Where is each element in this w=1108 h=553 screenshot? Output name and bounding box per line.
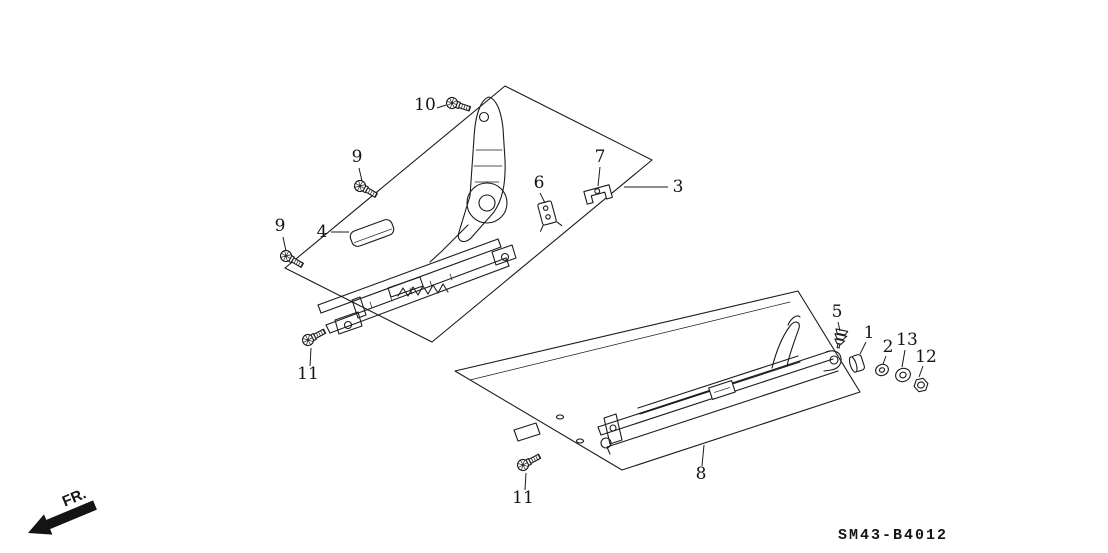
- lower-assembly: [454, 290, 861, 471]
- fr-direction: FR.: [28, 485, 97, 535]
- callout-11-rear: 11: [512, 488, 534, 508]
- bracket-6: [537, 200, 563, 232]
- callout-1: 1: [864, 323, 875, 343]
- recliner-bracket: [429, 96, 508, 263]
- callout-6: 6: [534, 173, 545, 193]
- callout-4: 4: [317, 222, 328, 242]
- upper-assembly: [284, 85, 653, 343]
- callouts: 10 9 9 4 6 7 3 5 1 2 13 12 11 11 8: [275, 95, 937, 508]
- hardware: [277, 95, 929, 473]
- callout-11-front: 11: [297, 364, 319, 384]
- washer-13-icon: [895, 367, 911, 383]
- callout-7: 7: [595, 147, 606, 167]
- bracket-7: [583, 184, 613, 205]
- lower-boundary: [454, 290, 861, 471]
- washer-2-icon: [875, 363, 889, 377]
- bolt-10-icon: [444, 95, 473, 115]
- knob-1-icon: [848, 354, 865, 373]
- clip-5-icon: [834, 328, 849, 349]
- bolt-11-rear-icon: [515, 450, 543, 473]
- callout-2: 2: [883, 337, 894, 357]
- callout-13: 13: [896, 330, 918, 350]
- fr-arrow-icon: [28, 500, 97, 535]
- bolt-9-lower-icon: [277, 247, 306, 271]
- callout-12: 12: [915, 347, 937, 367]
- bolt-9-upper-icon: [351, 177, 380, 201]
- diagram-code: SM43-B4012: [838, 527, 948, 544]
- callout-10: 10: [414, 95, 436, 115]
- upper-boundary: [284, 85, 653, 343]
- nut-12-icon: [913, 377, 929, 393]
- bolt-11-front-icon: [300, 325, 328, 348]
- callout-9-upper: 9: [352, 147, 363, 167]
- leader-lines: [282, 104, 924, 491]
- pad-4: [349, 219, 395, 247]
- callout-9-lower: 9: [275, 216, 286, 236]
- upper-slide-rail: [317, 238, 517, 335]
- callout-5: 5: [832, 302, 843, 322]
- callout-8: 8: [696, 464, 707, 484]
- callout-3: 3: [673, 177, 684, 197]
- lower-slide-rail: [513, 315, 842, 455]
